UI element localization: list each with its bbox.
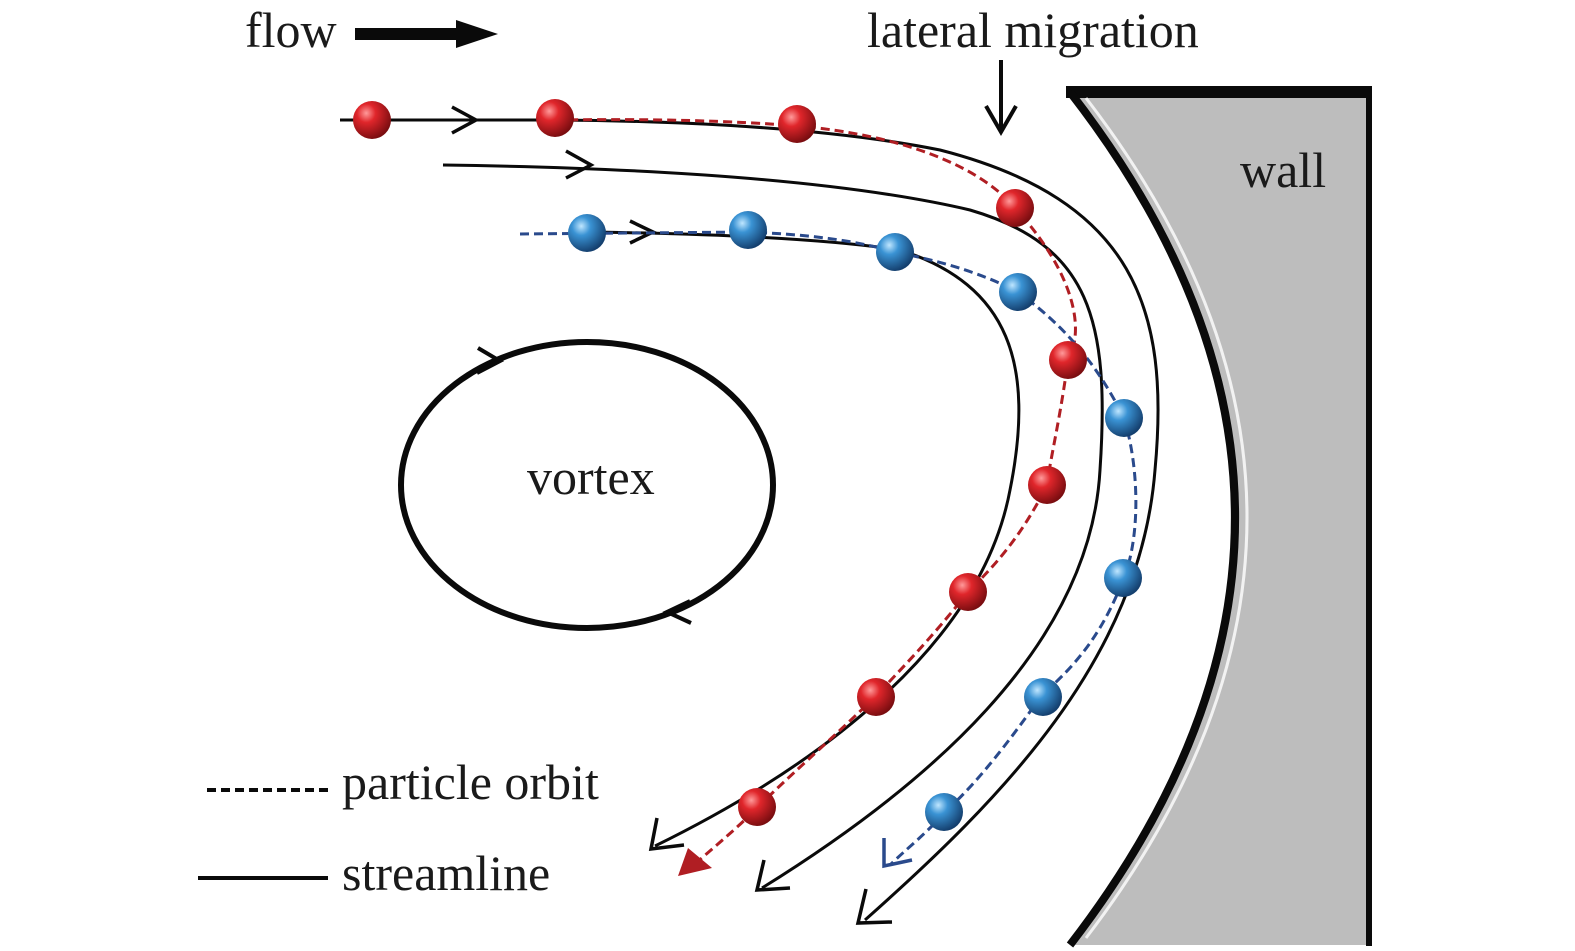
legend-streamline-label: streamline [342,845,550,901]
blue-particle [876,233,914,271]
blue-particle [568,214,606,252]
blue-particle [999,273,1037,311]
wall [1066,86,1372,948]
blue-particle [1024,678,1062,716]
flow-arrow-icon [355,20,498,48]
legend-particle-orbit-label: particle orbit [342,754,599,810]
streamlines [340,118,1160,922]
red-particle-orbit [554,118,1077,868]
arrow-down-left-icon [648,817,685,852]
red-orbit-arrow-icon [678,848,712,876]
arrow-down-left-icon [754,859,791,892]
blue-particle [1104,559,1142,597]
red-particle [996,189,1034,227]
red-particles [353,99,1087,826]
red-particle [353,101,391,139]
red-particle [536,99,574,137]
down-arrow-icon [984,60,1018,137]
vortex-arrow-top-icon [476,346,505,375]
red-particle [738,788,776,826]
legend: particle orbit streamline [198,754,599,901]
red-particle [1028,466,1066,504]
red-particle [1049,341,1087,379]
red-particle [857,678,895,716]
flow-label: flow [245,2,337,58]
arrow-right-icon [451,105,480,135]
vortex-arrow-bottom-icon [662,599,692,625]
vortex-loop [398,339,776,631]
vortex-label: vortex [527,449,655,505]
streamline-1 [340,118,1160,922]
blue-orbit-arrow-icon [882,838,913,869]
blue-particle [925,793,963,831]
blue-particles [568,211,1143,831]
arrow-down-left-icon [855,888,893,925]
streamline-3 [589,230,1021,848]
vortex [398,339,776,631]
red-particle [778,105,816,143]
red-particle [949,573,987,611]
wall-highlight [1084,97,1249,939]
wall-curved-edge [1066,89,1239,948]
streamline-2 [442,163,1104,890]
blue-particle [729,211,767,249]
lateral-migration-label: lateral migration [867,2,1199,58]
arrow-right-icon [565,149,595,180]
wall-body [1070,90,1370,945]
wall-label: wall [1240,142,1326,198]
blue-particle-orbit [519,230,1138,867]
blue-particle [1105,399,1143,437]
